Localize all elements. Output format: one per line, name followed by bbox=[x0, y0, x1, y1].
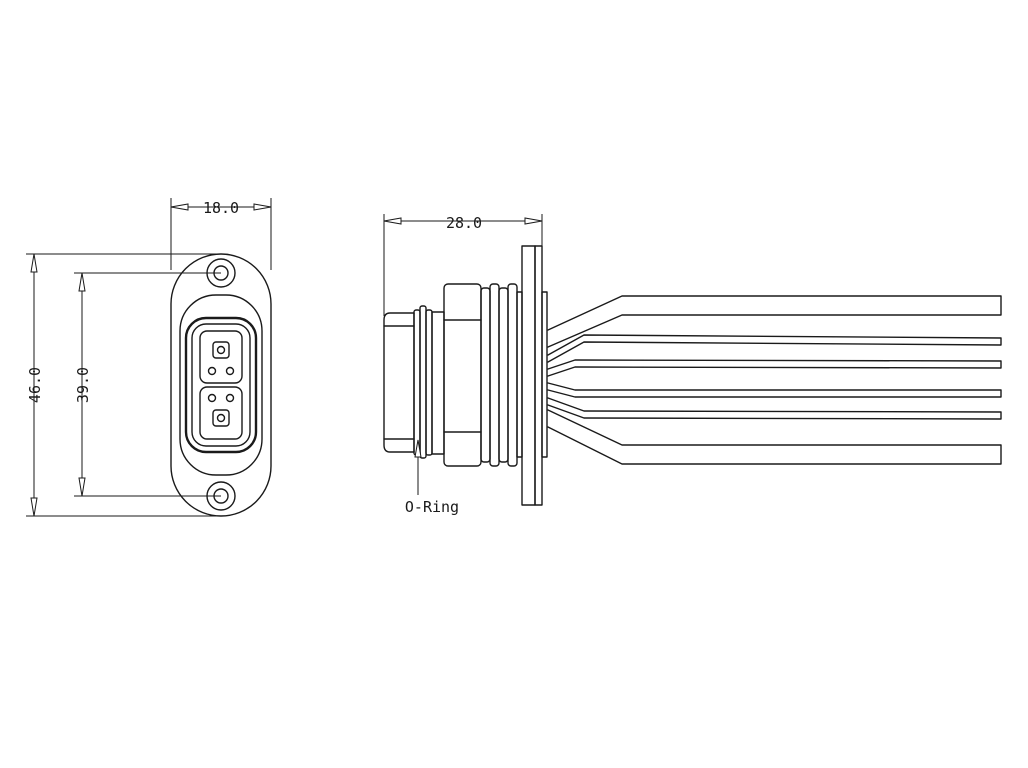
wire-1 bbox=[547, 295, 1002, 348]
width-dimension: 18.0 bbox=[170, 198, 272, 270]
upper-socket-pins bbox=[207, 341, 235, 376]
front-body-inner bbox=[191, 323, 251, 447]
length-dimension: 28.0 bbox=[383, 214, 543, 316]
side-view: 28.0 O-Ring bbox=[383, 214, 1002, 516]
wire-harness bbox=[547, 295, 1002, 465]
wire-4 bbox=[547, 382, 1002, 398]
hole-spacing-label: 39.0 bbox=[74, 367, 92, 403]
side-mounting-flange bbox=[516, 245, 548, 506]
wire-3 bbox=[547, 359, 1002, 377]
width-dimension-label: 18.0 bbox=[203, 199, 239, 217]
length-dimension-label: 28.0 bbox=[446, 214, 482, 232]
height-dimension-label: 46.0 bbox=[26, 367, 44, 403]
wire-6 bbox=[547, 409, 1002, 465]
lower-socket-pins bbox=[207, 393, 235, 427]
connector-nose bbox=[383, 312, 415, 453]
front-body-shell bbox=[184, 316, 258, 454]
upper-socket bbox=[199, 330, 243, 384]
front-body-outer bbox=[179, 294, 263, 476]
lower-socket bbox=[199, 386, 243, 440]
oring-callout: O-Ring bbox=[405, 439, 459, 516]
wire-2 bbox=[547, 334, 1002, 363]
hole-spacing-dimension: 39.0 bbox=[74, 272, 221, 497]
wire-5 bbox=[547, 397, 1002, 420]
thread-section bbox=[480, 283, 518, 467]
oring-groove bbox=[413, 305, 445, 459]
oring-label: O-Ring bbox=[405, 498, 459, 516]
hex-body bbox=[443, 283, 482, 467]
front-view: 18.0 46.0 39.0 bbox=[26, 198, 272, 517]
height-dimension: 46.0 bbox=[26, 253, 221, 517]
